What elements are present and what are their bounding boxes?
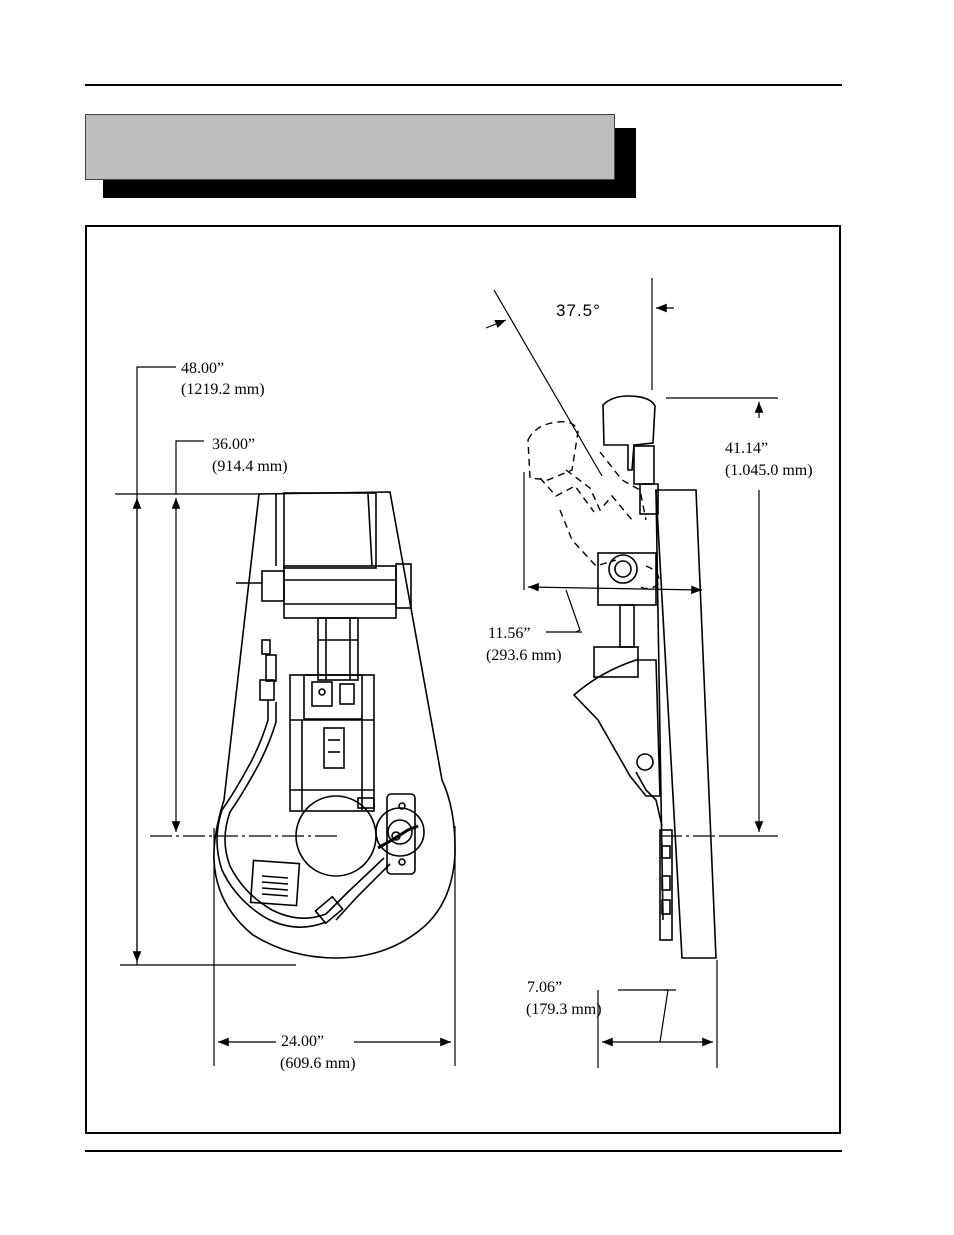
side-dimensions	[485, 278, 778, 1068]
front-dimensions	[115, 366, 456, 1066]
upright-head	[602, 395, 656, 471]
label-48-mm: (1219.2 mm)	[181, 381, 265, 398]
label-7-in: 7.06”	[527, 979, 562, 996]
label-11-in: 11.56”	[488, 625, 531, 642]
front-housing-outline	[213, 491, 456, 959]
label-48-in: 48.00”	[181, 360, 224, 377]
title-box	[85, 114, 615, 180]
label-41-in: 41.14”	[725, 440, 768, 457]
column	[317, 617, 359, 681]
pivot-block	[597, 552, 657, 606]
gauge-mount	[386, 793, 416, 875]
label-36-mm: (914.4 mm)	[212, 458, 288, 475]
front-view	[213, 491, 456, 959]
label-41-mm: (1.045.0 mm)	[725, 462, 813, 479]
label-11-mm: (293.6 mm)	[486, 647, 562, 664]
side-view	[572, 395, 717, 959]
label-angle: 37.5°	[556, 301, 601, 320]
label-7-mm: (179.3 mm)	[526, 1001, 602, 1018]
label-24-in: 24.00”	[281, 1033, 324, 1050]
top-rule	[85, 84, 842, 86]
label-36-in: 36.00”	[212, 436, 255, 453]
figure-frame	[85, 225, 841, 1134]
bottom-rule	[85, 1150, 842, 1152]
cross-beam	[283, 565, 397, 619]
rotary-gauge	[375, 807, 425, 857]
label-24-mm: (609.6 mm)	[280, 1055, 356, 1072]
side-wedge	[572, 659, 661, 797]
side-body-plate	[655, 489, 717, 959]
head-block	[283, 492, 377, 569]
placard	[249, 859, 301, 907]
